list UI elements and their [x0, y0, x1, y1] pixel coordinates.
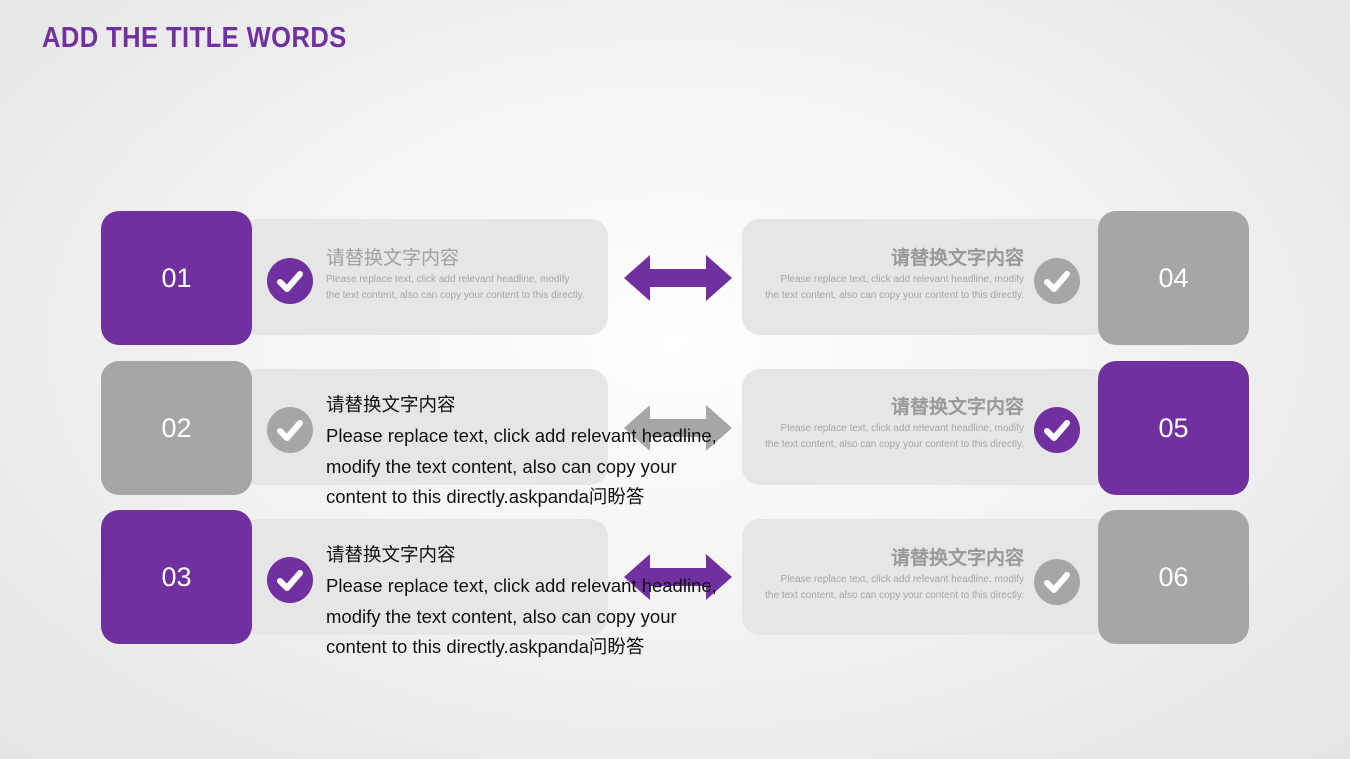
- check-icon: [267, 557, 313, 603]
- card-heading: 请替换文字内容: [326, 544, 456, 565]
- page-title: ADD THE TITLE WORDS: [42, 22, 347, 54]
- card-heading: 请替换文字内容: [890, 248, 1024, 269]
- card-body: Please replace text, click add relevant …: [765, 574, 1024, 601]
- card-body: Please replace text, click add relevant …: [326, 574, 717, 658]
- card-body: Please replace text, click add relevant …: [326, 424, 717, 508]
- check-icon: [267, 258, 313, 304]
- card-text-01: 请替换文字内容 Please replace text, click add re…: [326, 243, 586, 303]
- number-box-01: 01: [101, 211, 252, 345]
- number-box-02: 02: [101, 361, 252, 495]
- card-heading: 请替换文字内容: [890, 548, 1024, 569]
- check-icon: [1034, 407, 1080, 453]
- card-text-04: 请替换文字内容 Please replace text, click add re…: [764, 243, 1024, 303]
- card-body: Please replace text, click add relevant …: [765, 274, 1024, 301]
- double-arrow-icon: [624, 405, 732, 451]
- card-text-02: 请替换文字内容 Please replace text, click add re…: [326, 390, 736, 513]
- card-text-03: 请替换文字内容 Please replace text, click add re…: [326, 540, 736, 663]
- card-heading: 请替换文字内容: [890, 397, 1024, 418]
- check-icon: [1034, 258, 1080, 304]
- card-heading: 请替换文字内容: [326, 394, 456, 415]
- number-box-06: 06: [1098, 510, 1249, 644]
- check-icon: [1034, 559, 1080, 605]
- card-body: Please replace text, click add relevant …: [326, 274, 585, 301]
- check-icon: [267, 407, 313, 453]
- card-body: Please replace text, click add relevant …: [765, 423, 1024, 450]
- number-box-03: 03: [101, 510, 252, 644]
- double-arrow-icon: [624, 255, 732, 301]
- double-arrow-icon: [624, 554, 732, 600]
- number-box-04: 04: [1098, 211, 1249, 345]
- card-text-06: 请替换文字内容 Please replace text, click add re…: [764, 543, 1024, 603]
- card-text-05: 请替换文字内容 Please replace text, click add re…: [764, 392, 1024, 452]
- card-heading: 请替换文字内容: [326, 248, 460, 269]
- number-box-05: 05: [1098, 361, 1249, 495]
